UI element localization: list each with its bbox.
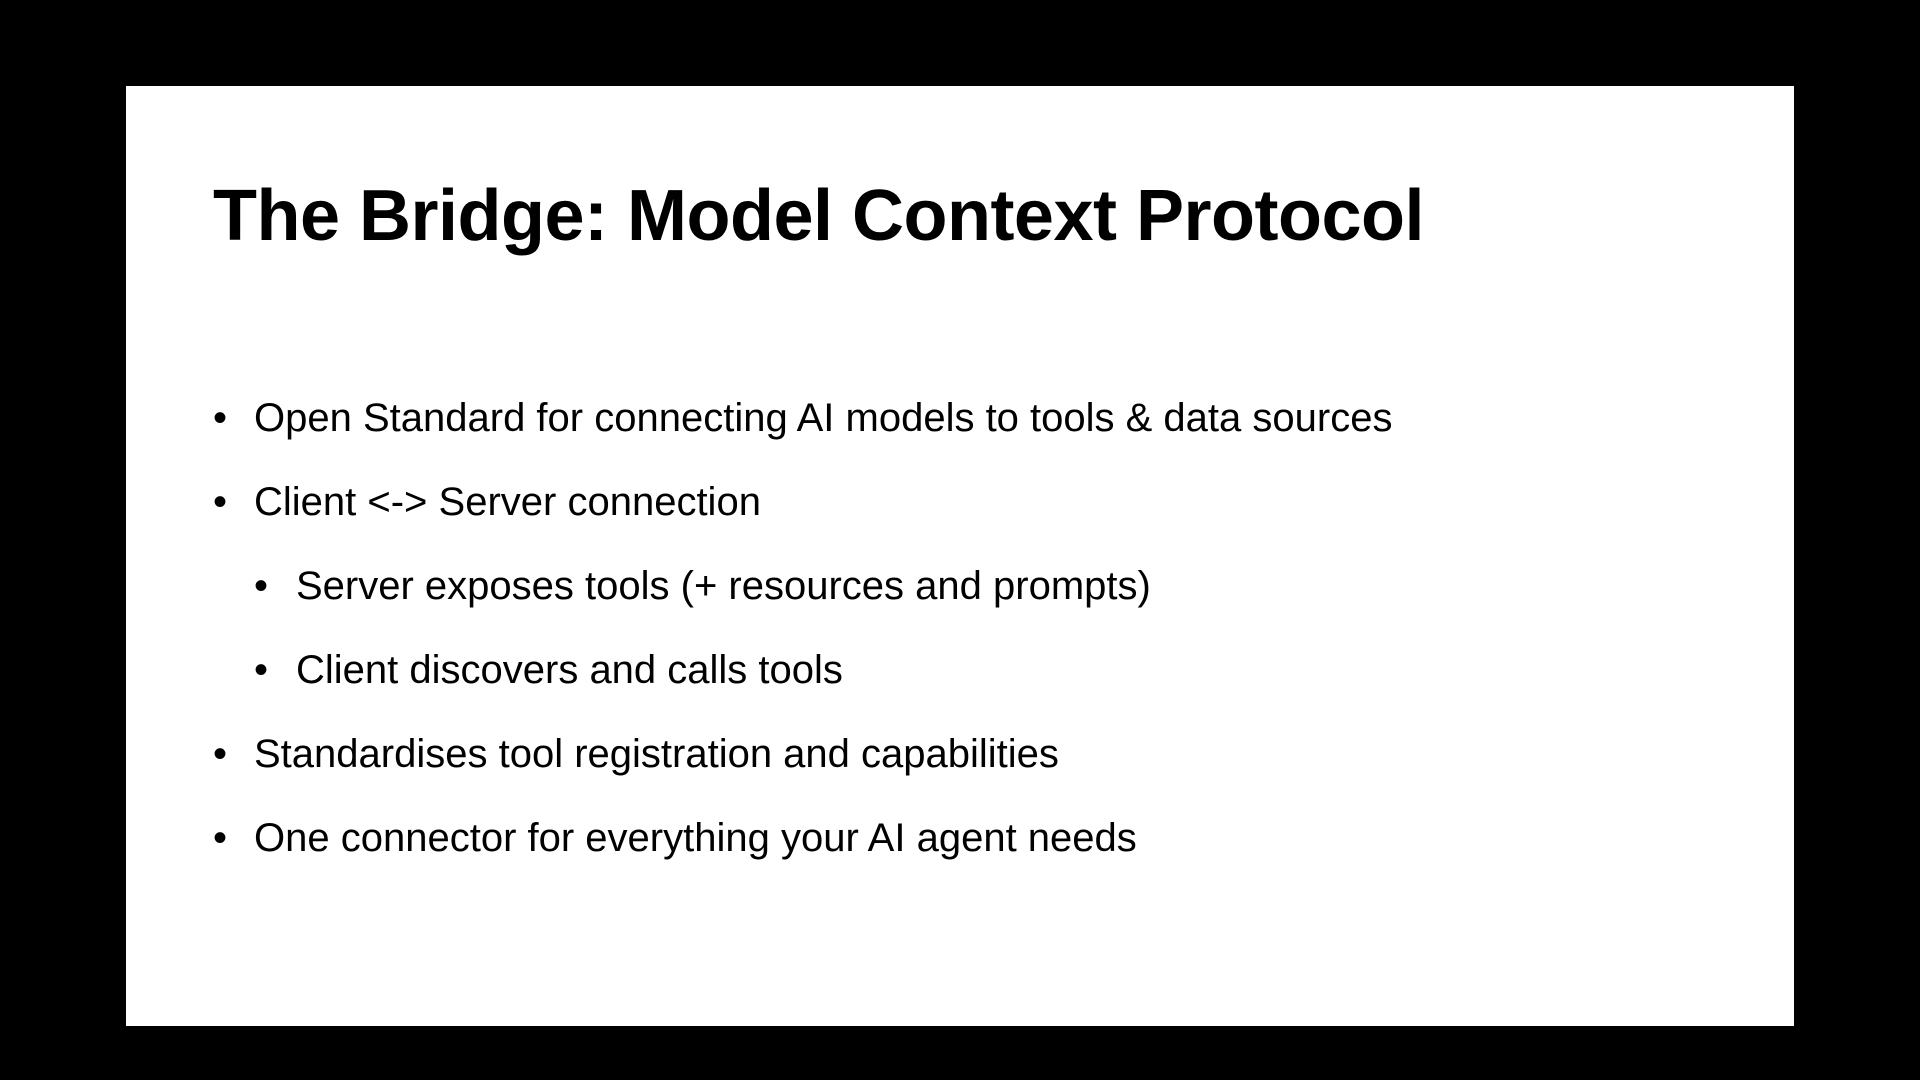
sub-bullet-item: • Client discovers and calls tools xyxy=(213,628,1753,712)
bullet-item: • Open Standard for connecting AI models… xyxy=(213,376,1753,460)
bullet-dot-icon: • xyxy=(213,396,228,440)
bullet-text: Open Standard for connecting AI models t… xyxy=(254,396,1393,440)
bullet-dot-icon: • xyxy=(254,564,269,608)
bullet-text: One connector for everything your AI age… xyxy=(254,816,1137,860)
bullet-list: • Open Standard for connecting AI models… xyxy=(213,376,1753,880)
bullet-dot-icon: • xyxy=(213,480,228,524)
slide: The Bridge: Model Context Protocol • Ope… xyxy=(126,86,1794,1026)
bullet-item: • One connector for everything your AI a… xyxy=(213,796,1753,880)
bullet-text: Server exposes tools (+ resources and pr… xyxy=(296,564,1151,608)
bullet-dot-icon: • xyxy=(213,732,228,776)
bullet-text: Client <-> Server connection xyxy=(254,480,761,524)
bullet-text: Client discovers and calls tools xyxy=(296,648,843,692)
bullet-text: Standardises tool registration and capab… xyxy=(254,732,1059,776)
sub-bullet-item: • Server exposes tools (+ resources and … xyxy=(213,544,1753,628)
bullet-dot-icon: • xyxy=(213,816,228,860)
bullet-item: • Client <-> Server connection xyxy=(213,460,1753,544)
bullet-dot-icon: • xyxy=(254,648,269,692)
bullet-item: • Standardises tool registration and cap… xyxy=(213,712,1753,796)
slide-title: The Bridge: Model Context Protocol xyxy=(213,176,1425,256)
